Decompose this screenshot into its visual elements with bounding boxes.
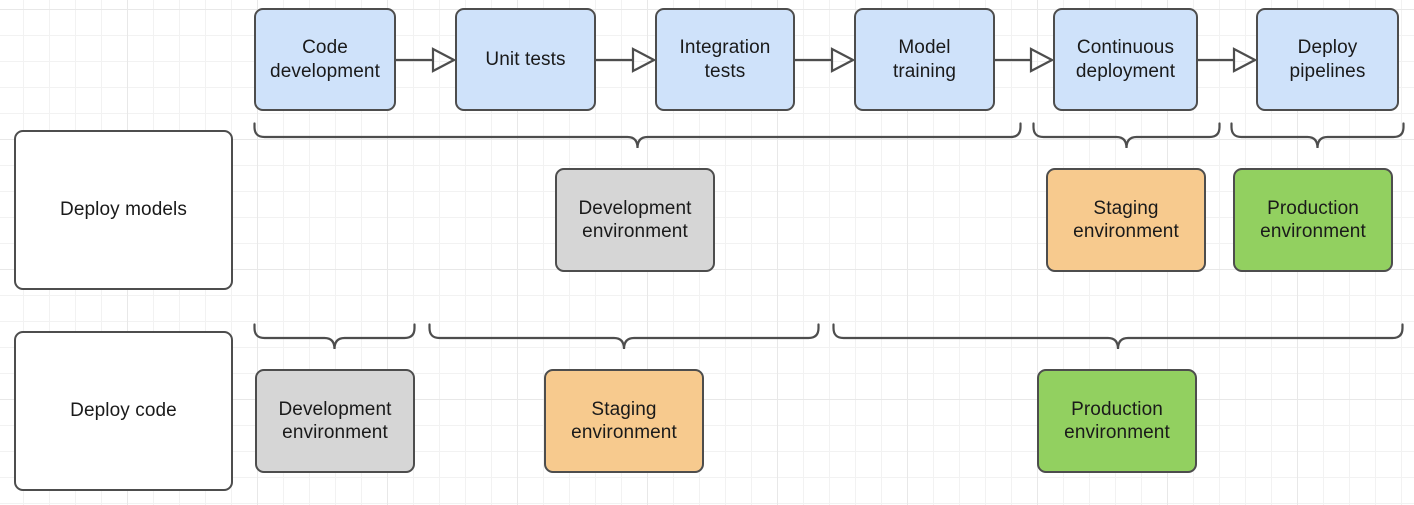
row-label-deploy-code[interactable]: Deploy code	[14, 331, 233, 491]
pipeline-step-3[interactable]: Integration tests	[655, 8, 795, 111]
row-label-deploy-models[interactable]: Deploy models	[14, 130, 233, 290]
pipeline-arrow-2	[596, 47, 655, 73]
env-deploy-models-green[interactable]: Production environment	[1233, 168, 1393, 272]
env-deploy-code-green[interactable]: Production environment	[1037, 369, 1197, 473]
pipeline-step-5[interactable]: Continuous deployment	[1053, 8, 1198, 111]
pipeline-step-2[interactable]: Unit tests	[455, 8, 596, 111]
pipeline-step-4[interactable]: Model training	[854, 8, 995, 111]
group-brace-deploy-code-3	[832, 323, 1404, 350]
group-brace-deploy-models-1	[253, 122, 1022, 149]
pipeline-step-1[interactable]: Code development	[254, 8, 396, 111]
group-brace-deploy-code-2	[428, 323, 820, 350]
env-deploy-code-gray[interactable]: Development environment	[255, 369, 415, 473]
env-deploy-models-orange[interactable]: Staging environment	[1046, 168, 1206, 272]
group-brace-deploy-code-1	[253, 323, 416, 350]
pipeline-arrow-3	[795, 47, 854, 73]
group-brace-deploy-models-3	[1230, 122, 1405, 149]
pipeline-arrow-4	[995, 47, 1053, 73]
env-deploy-code-orange[interactable]: Staging environment	[544, 369, 704, 473]
pipeline-arrow-1	[396, 47, 455, 73]
pipeline-step-6[interactable]: Deploy pipelines	[1256, 8, 1399, 111]
pipeline-arrow-5	[1198, 47, 1256, 73]
env-deploy-models-gray[interactable]: Development environment	[555, 168, 715, 272]
group-brace-deploy-models-2	[1032, 122, 1221, 149]
